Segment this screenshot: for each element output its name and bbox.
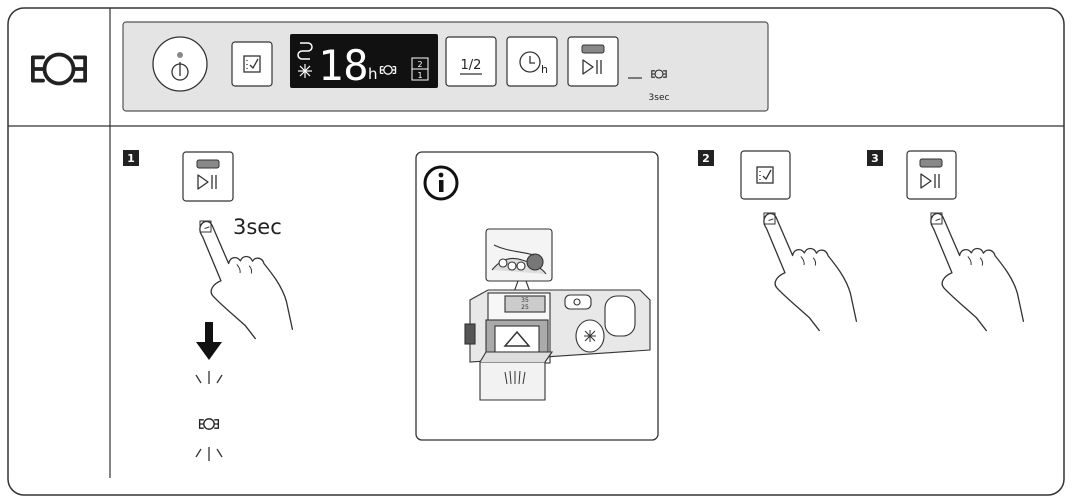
clock-icon [519,51,541,73]
step-1-number: 1 [127,152,135,165]
salt-indicator-icon [298,64,312,78]
control-panel: 18 h 2 1 1/2 h [122,21,769,112]
step-1-start-pause-button[interactable] [182,151,234,202]
dispenser-mark-25: 25 [521,304,529,311]
arrow-down-icon [196,322,222,360]
start-pause-button[interactable] [567,36,619,87]
delay-start-button[interactable]: h [506,36,558,87]
display-level-1: 1 [417,71,422,80]
info-icon [423,165,459,201]
display-rinse-icon [379,65,397,75]
display: 18 h 2 1 [290,34,438,90]
step-3: 3 [867,150,1025,337]
display-level-2: 2 [417,60,422,69]
step-2-program-button[interactable] [740,150,791,200]
display-hours: 18 [318,41,369,90]
blinking-rinse-indicator [195,371,223,461]
step-2-number: 2 [702,152,710,165]
dispenser-mark-35: 35 [521,297,529,304]
half-load-label: 1/2 [461,58,482,73]
step-1-hold-time: 3sec [233,215,282,239]
program-button[interactable] [231,41,273,87]
step-2: 2 [698,150,858,337]
step-1: 1 3sec [123,150,294,461]
rinse-indicator-icon [297,42,313,60]
power-button[interactable] [152,36,208,92]
display-hours-unit: h [368,65,378,83]
step-3-number: 3 [871,152,879,165]
half-load-button[interactable]: 1/2 [445,36,497,87]
info-box: 35 25 [415,151,659,441]
delay-label: h [541,63,548,76]
panel-hold-time: 3sec [649,93,670,103]
step-3-start-pause-button[interactable] [906,150,957,200]
detergent-dispenser-illustration: 35 25 [464,228,651,401]
